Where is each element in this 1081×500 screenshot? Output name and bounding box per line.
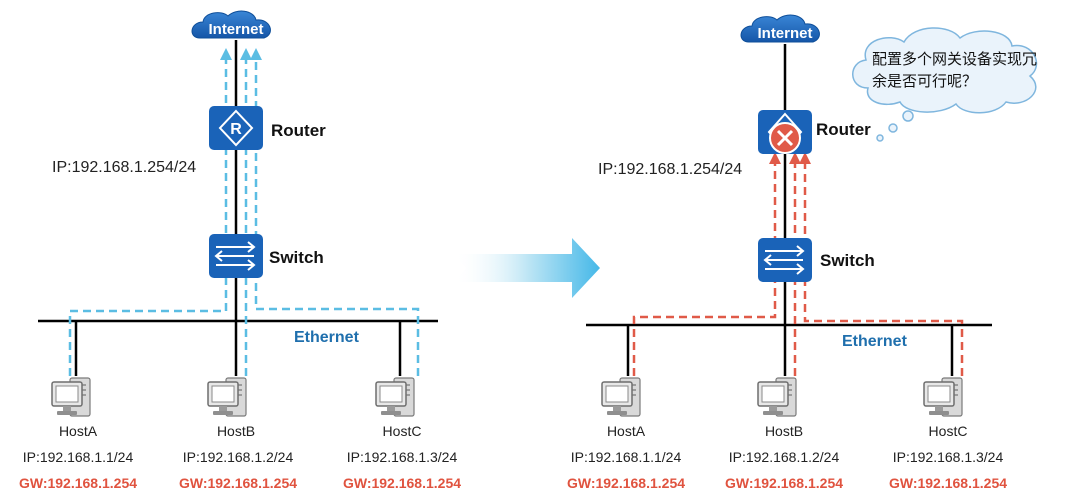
host-c-icon [375,377,415,417]
host-a-icon [601,377,641,417]
ethernet-label: Ethernet [294,329,360,346]
host-a-name: HostA [607,423,646,439]
thought-bubble [852,27,1038,142]
path-hosta [632,164,777,376]
left-arrowheads [220,48,262,60]
host-a-ip: IP:192.168.1.1/24 [23,449,134,465]
host-b-icon [757,377,797,417]
host-b-icon [207,377,247,417]
router-ip-label: IP:192.168.1.254/24 [598,161,742,178]
ethernet-label: Ethernet [842,333,908,350]
thought-text-line2: 余是否可行呢？ [872,72,977,90]
svg-text:R: R [230,121,242,138]
host-b-name: HostB [765,423,803,439]
switch-label: Switch [820,251,875,270]
right-arrowheads [769,152,811,164]
router-label: Router [271,121,326,140]
switch-icon [758,238,812,282]
cloud-icon [740,14,820,43]
host-c-gw: GW:192.168.1.254 [889,475,1007,491]
host-c-gw: GW:192.168.1.254 [343,475,461,491]
host-a-gw: GW:192.168.1.254 [567,475,685,491]
internet-label: Internet [757,25,812,42]
host-a-gw: GW:192.168.1.254 [19,475,137,491]
host-b-gw: GW:192.168.1.254 [179,475,297,491]
left-topology: Internet R Router IP:192.168.1.254/24 Sw… [19,10,461,491]
path-hostc [254,60,420,376]
cloud-icon [191,10,271,39]
arrow-right-icon [454,238,600,298]
router-icon: R [209,106,263,150]
right-topology: Internet Router IP:192.168.1.254/24 Swit… [567,14,1038,491]
router-ip-label: IP:192.168.1.254/24 [52,159,196,176]
path-hosta [68,60,228,376]
switch-icon [209,234,263,278]
host-a-name: HostA [59,423,98,439]
host-c-name: HostC [929,423,968,439]
host-c-ip: IP:192.168.1.3/24 [893,449,1004,465]
host-a-ip: IP:192.168.1.1/24 [571,449,682,465]
host-b-ip: IP:192.168.1.2/24 [729,449,840,465]
host-b-name: HostB [217,423,255,439]
host-c-ip: IP:192.168.1.3/24 [347,449,458,465]
host-a-icon [51,377,91,417]
failure-x-icon [769,122,801,154]
host-b-ip: IP:192.168.1.2/24 [183,449,294,465]
thought-text-line1: 配置多个网关设备实现冗 [872,50,1037,68]
switch-label: Switch [269,248,324,267]
host-b-gw: GW:192.168.1.254 [725,475,843,491]
internet-label: Internet [208,21,263,38]
router-label: Router [816,120,871,139]
host-c-icon [923,377,963,417]
host-c-name: HostC [383,423,422,439]
